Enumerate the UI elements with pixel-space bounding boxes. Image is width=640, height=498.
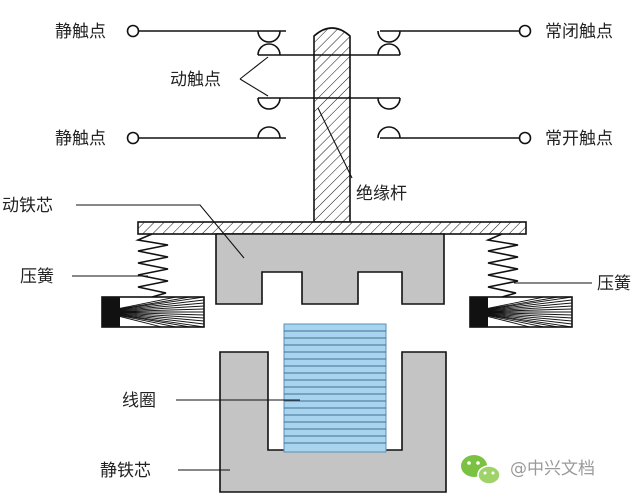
- label-static-contact-bottom: 静触点: [55, 129, 106, 149]
- label-spring-right: 压簧: [597, 274, 631, 294]
- label-nc-contact: 常闭触点: [545, 22, 613, 42]
- nc-contact-top-right: [377, 24, 532, 43]
- label-moving-core: 动铁芯: [2, 196, 53, 216]
- moving-contact-leader-lower: [239, 78, 269, 97]
- static-core: [219, 351, 447, 493]
- wechat-icon: [461, 455, 501, 485]
- label-insulating-rod: 绝缘杆: [356, 184, 407, 204]
- spring-right: [485, 233, 519, 298]
- label-spring-left: 压簧: [20, 267, 54, 287]
- static-contact-top-left: [126, 24, 286, 43]
- insulating-rod-leader: [317, 107, 353, 179]
- moving-contact-leader-upper: [239, 56, 269, 80]
- label-coil: 线圈: [122, 391, 156, 411]
- moving-core: [215, 233, 445, 305]
- label-moving-contact: 动触点: [170, 70, 221, 90]
- coil: [283, 323, 387, 453]
- moving-contact-lower: [257, 97, 401, 110]
- watermark-text: @中兴文档: [510, 459, 595, 479]
- moving-core-leader: [76, 204, 245, 259]
- insulating-rod: [313, 27, 351, 223]
- spring-left: [135, 233, 169, 298]
- label-static-contact-top: 静触点: [55, 22, 106, 42]
- label-static-core: 静铁芯: [100, 461, 151, 481]
- armature-plate: [137, 221, 527, 235]
- spring-base-left: [101, 296, 205, 328]
- label-no-contact: 常开触点: [545, 129, 613, 149]
- moving-contact-upper: [257, 43, 401, 56]
- spring-base-right: [469, 296, 573, 328]
- no-contact-bottom-right: [377, 126, 532, 145]
- static-contact-bottom-left: [126, 126, 286, 145]
